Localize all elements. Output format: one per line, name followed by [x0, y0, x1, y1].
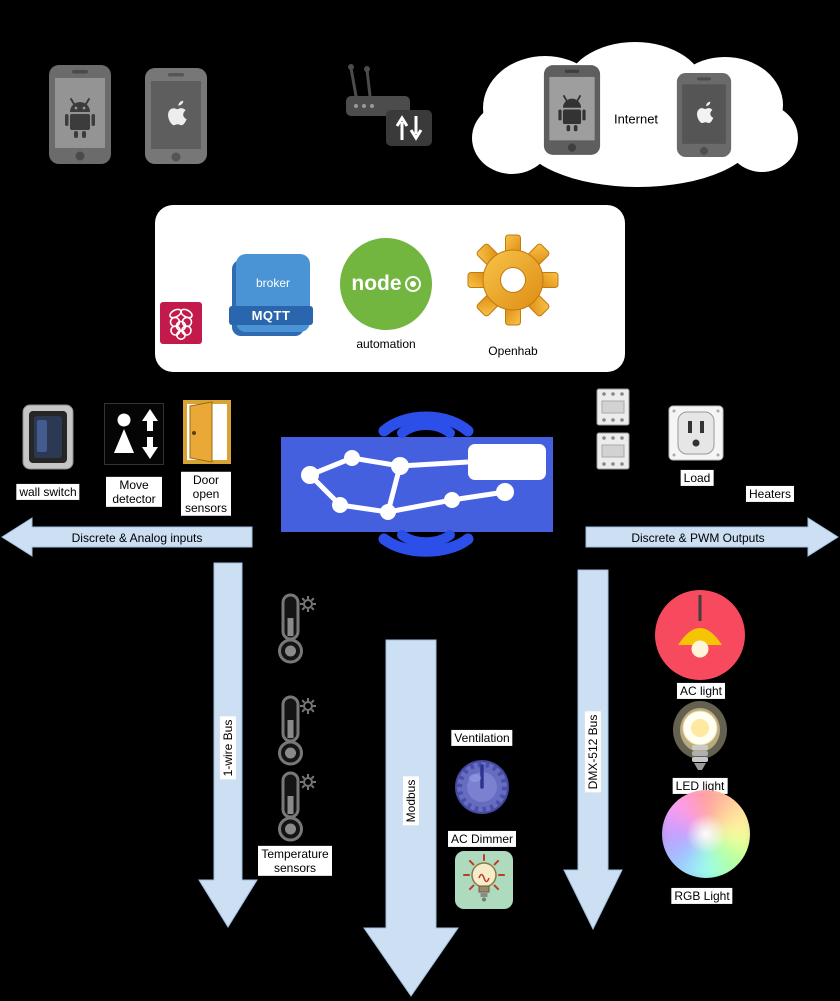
dmx-bus-label: DMX-512 Bus	[584, 711, 602, 793]
node-red-icon: node	[340, 238, 432, 330]
temperature-sensor-icon	[278, 593, 316, 664]
controller-board-icon	[281, 437, 553, 532]
led-light-icon	[673, 701, 727, 770]
android-robot-icon	[558, 98, 586, 132]
temperature-sensor-icon	[278, 695, 316, 766]
temperature-sensor-icon	[278, 771, 316, 842]
ac-light-icon	[655, 590, 745, 680]
move-detector-icon	[104, 403, 164, 465]
mqtt-broker-icon: broker MQTT	[229, 254, 313, 332]
openhab-gear-icon	[467, 234, 559, 326]
mqtt-badge: MQTT	[229, 306, 313, 325]
ventilation-knob-icon	[455, 760, 509, 814]
raspberry-pi-icon	[160, 302, 202, 344]
door-sensors-label: Door open sensors	[181, 471, 231, 517]
apple-logo-icon	[697, 101, 714, 124]
load-label: Load	[680, 469, 714, 487]
arrow-down-icon	[142, 437, 158, 459]
door-open-sensor-icon	[183, 400, 231, 464]
rgb-light-icon	[662, 790, 750, 878]
inputs-arrow	[1, 517, 253, 557]
ac-light-label: AC light	[676, 682, 726, 700]
ventilation-label: Ventilation	[451, 729, 513, 747]
temperature-sensors-label: Temperature sensors	[258, 845, 332, 877]
load-socket-icon	[668, 405, 724, 461]
cloud-android-phone-icon	[543, 65, 601, 155]
android-robot-icon	[65, 102, 95, 138]
automation-label: automation	[356, 336, 416, 351]
outputs-arrow	[585, 517, 839, 557]
rgb-light-label: RGB Light	[671, 887, 733, 905]
ac-dimmer-bulb-icon	[455, 851, 513, 909]
android-phone-icon	[49, 65, 111, 164]
switch-icon	[386, 110, 432, 146]
wall-switch-label: wall switch	[16, 483, 80, 501]
din-relay-modules-icon	[596, 388, 630, 470]
router-icon	[346, 64, 432, 146]
ac-dimmer-label: AC Dimmer	[448, 830, 516, 848]
modbus-label: Modbus	[402, 776, 420, 826]
one-wire-bus-label: 1-wire Bus	[219, 716, 237, 780]
apple-logo-icon	[168, 100, 187, 126]
cloud-apple-phone-icon	[676, 73, 732, 157]
broker-title: broker	[255, 276, 290, 290]
inputs-arrow-label: Discrete & Analog inputs	[71, 531, 203, 545]
internet-label: Internet	[613, 111, 659, 127]
wall-switch-icon	[22, 404, 74, 470]
move-detector-label: Move detector	[106, 476, 162, 508]
outputs-arrow-label: Discrete & PWM Outputs	[631, 531, 765, 545]
node-registered-icon	[404, 276, 421, 292]
wifi-signal-icon	[378, 411, 474, 557]
apple-phone-icon	[145, 68, 207, 164]
openhab-label: Openhab	[488, 343, 538, 358]
heaters-label: Heaters	[745, 485, 795, 503]
node-label: node	[351, 272, 402, 295]
arrow-up-icon	[142, 409, 158, 431]
